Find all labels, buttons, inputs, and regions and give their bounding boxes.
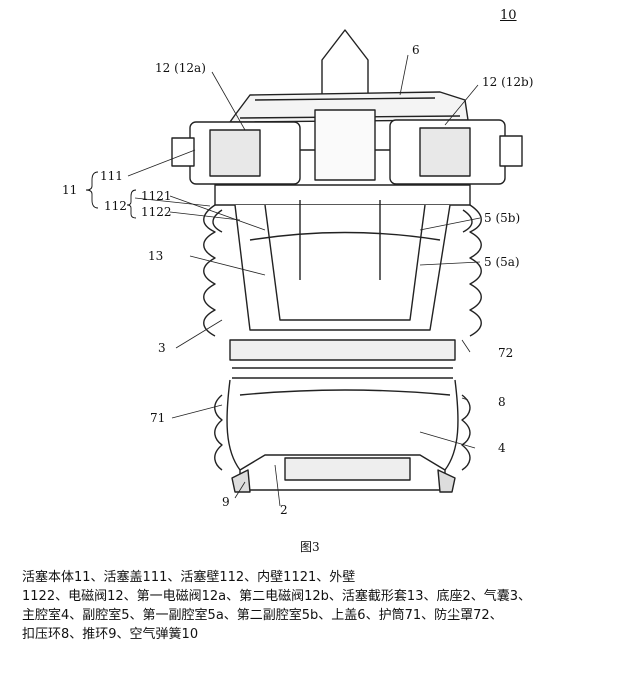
legend-line: 主腔室4、副腔室5、第一副腔室5a、第二副腔室5b、上盖6、护筒71、防尘罩72… [22,608,503,623]
air-spring-diagram: 6 12 (12a) 12 (12b) 111 11 112 1121 1122… [62,29,533,517]
label-piston-cover-111: 111 [100,169,123,183]
label-first-subchamber-5a: 5 (5a) [484,255,520,269]
label-outer-wall-1122: 1122 [141,205,172,219]
dust-cover-shape [214,394,471,471]
figure-caption: 图3 [300,540,320,554]
piston-body-shape [214,184,471,331]
airbag-bellows-shape [203,204,482,337]
label-piston-sleeve-13: 13 [148,249,163,263]
label-piston-wall-112: 112 [104,199,127,213]
label-main-chamber-4: 4 [498,441,506,455]
label-push-ring-9: 9 [222,495,230,509]
legend-line: 1122、电磁阀12、第一电磁阀12a、第二电磁阀12b、活塞截形套13、底座2… [22,589,532,604]
legend-line: 扣压环8、推环9、空气弹簧10 [22,627,199,642]
main-chamber-shape [226,339,459,471]
label-solenoid-valve-12a: 12 (12a) [155,61,206,75]
leader-lines [127,54,481,507]
label-airbag-3: 3 [158,341,166,355]
legend-text: 活塞本体11、活塞盖111、活塞壁112、内壁1121、外壁 1122、电磁阀1… [22,568,622,644]
label-upper-cover-6: 6 [412,43,420,57]
label-guard-tube-71: 71 [150,411,165,425]
label-second-subchamber-5b: 5 (5b) [484,211,520,225]
label-inner-wall-1121: 1121 [141,189,172,203]
legend-line: 活塞本体11、活塞盖111、活塞壁112、内壁1121、外壁 [22,570,356,585]
label-dust-boot-72: 72 [498,346,513,360]
base-shape [231,454,456,493]
label-piston-body-11: 11 [62,183,77,197]
label-solenoid-valve-12b: 12 (12b) [482,75,533,89]
figure-number: 10 [500,8,517,23]
upper-cover-shape [229,29,469,123]
label-base-2: 2 [280,503,288,517]
solenoid-valves-shape [171,109,523,185]
label-crimp-ring-8: 8 [498,395,506,409]
